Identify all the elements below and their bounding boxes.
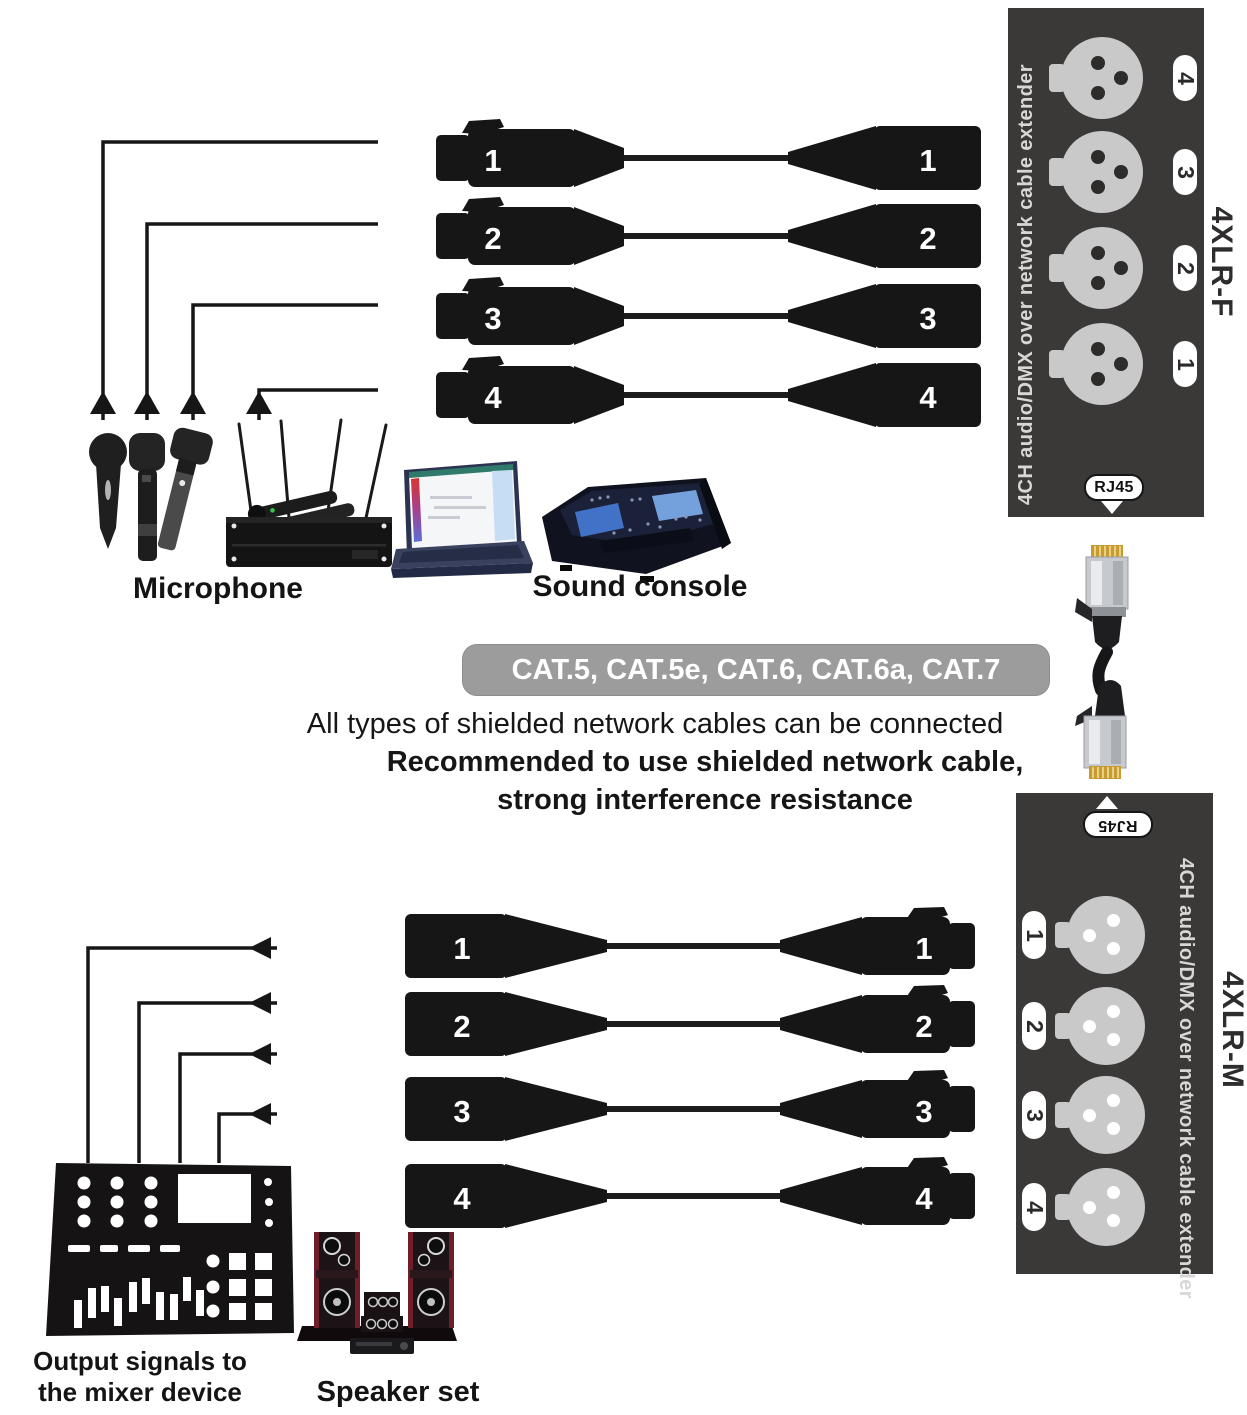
wireless-receiver-illustration	[226, 418, 392, 567]
speaker-set-label: Speaker set	[316, 1376, 480, 1408]
xlr-cable-bottom-3: 3 3	[405, 1070, 975, 1141]
extender-bottom-panel-text: 4CH audio/DMX over network cable extende…	[1175, 858, 1197, 1299]
cable-number: 4	[484, 380, 502, 415]
sound-console-illustration	[542, 478, 731, 582]
port-number-badge: 4	[1021, 1183, 1047, 1231]
xlr-cable-bottom-1: 1 1	[405, 907, 975, 978]
rj45-patch-cable-illustration	[1075, 545, 1129, 779]
port-number-badge: 1	[1021, 911, 1047, 959]
rj45-port-label: RJ45	[1084, 474, 1144, 501]
port-number-badge: 2	[1021, 1002, 1047, 1050]
port-number-badge: 3	[1021, 1091, 1047, 1139]
mixer-output-label-line2: the mixer device	[38, 1377, 242, 1407]
cable-number: 3	[484, 301, 501, 336]
xlr-female-port-2	[1061, 227, 1143, 309]
network-info-line-1: All types of shielded network cables can…	[306, 708, 1004, 740]
mixer-connection-lines	[86, 946, 277, 1163]
cable-category-banner: CAT.5, CAT.5e, CAT.6, CAT.6a, CAT.7	[462, 644, 1050, 696]
cable-number: 1	[915, 931, 932, 966]
xlr-male-port-4	[1067, 1168, 1145, 1246]
cable-number: 4	[453, 1181, 471, 1216]
xlr-male-port-1	[1067, 896, 1145, 974]
port-number-badge: 1	[1172, 341, 1198, 387]
port-number-badge: 4	[1172, 55, 1198, 101]
port-number-badge: 3	[1172, 149, 1198, 195]
laptop-illustration	[391, 461, 533, 578]
cable-number: 4	[915, 1181, 933, 1216]
cable-number: 2	[484, 221, 501, 256]
xlr-cable-top-2: 2 2	[436, 197, 981, 268]
microphone-label: Microphone	[133, 572, 303, 605]
network-info-line-2: Recommended to use shielded network cabl…	[386, 746, 1024, 778]
xlr-male-port-3	[1067, 1076, 1145, 1154]
microphones-illustration	[89, 427, 213, 561]
xlr-cable-top-1: 1 1	[436, 119, 981, 190]
mixer-output-label: Output signals to the mixer device	[15, 1346, 265, 1408]
device-name-bottom: 4XLR-M	[1216, 971, 1247, 1089]
extender-top-panel-text: 4CH audio/DMX over network cable extende…	[1015, 64, 1037, 505]
cable-number: 2	[919, 221, 936, 256]
device-name-top: 4XLR-F	[1205, 206, 1238, 318]
cable-number: 3	[919, 301, 936, 336]
xlr-cable-top-4: 4 4	[436, 356, 981, 427]
rj45-port-label: RJ45	[1083, 811, 1153, 838]
xlr-cable-bottom-4: 4 4	[405, 1157, 975, 1228]
cable-number: 1	[919, 143, 936, 178]
xlr-cable-top-3: 3 3	[436, 277, 981, 348]
cable-number: 3	[453, 1094, 470, 1129]
speaker-set-illustration	[297, 1232, 457, 1354]
cable-number: 3	[915, 1094, 932, 1129]
cable-number: 1	[453, 931, 470, 966]
xlr-female-port-1	[1061, 323, 1143, 405]
mic-line-arrowheads	[90, 391, 272, 414]
port-number-badge: 2	[1172, 245, 1198, 291]
mixer-line-arrowheads	[249, 937, 271, 1125]
mixer-output-label-line1: Output signals to	[33, 1346, 247, 1376]
xlr-female-port-4	[1061, 37, 1143, 119]
cable-number: 2	[453, 1009, 470, 1044]
rj45-arrow-down-icon	[1101, 501, 1123, 514]
cable-number: 2	[915, 1009, 932, 1044]
mic-connection-lines	[101, 140, 378, 420]
xlr-female-port-3	[1061, 131, 1143, 213]
rj45-arrow-up-icon	[1096, 796, 1118, 809]
xlr-male-port-2	[1067, 987, 1145, 1065]
mixer-illustration	[46, 1163, 294, 1336]
network-info-line-3: strong interference resistance	[497, 784, 913, 816]
cable-number: 4	[919, 380, 937, 415]
sound-console-label: Sound console	[532, 570, 748, 603]
xlr-cable-bottom-2: 2 2	[405, 985, 975, 1056]
cable-number: 1	[484, 143, 501, 178]
